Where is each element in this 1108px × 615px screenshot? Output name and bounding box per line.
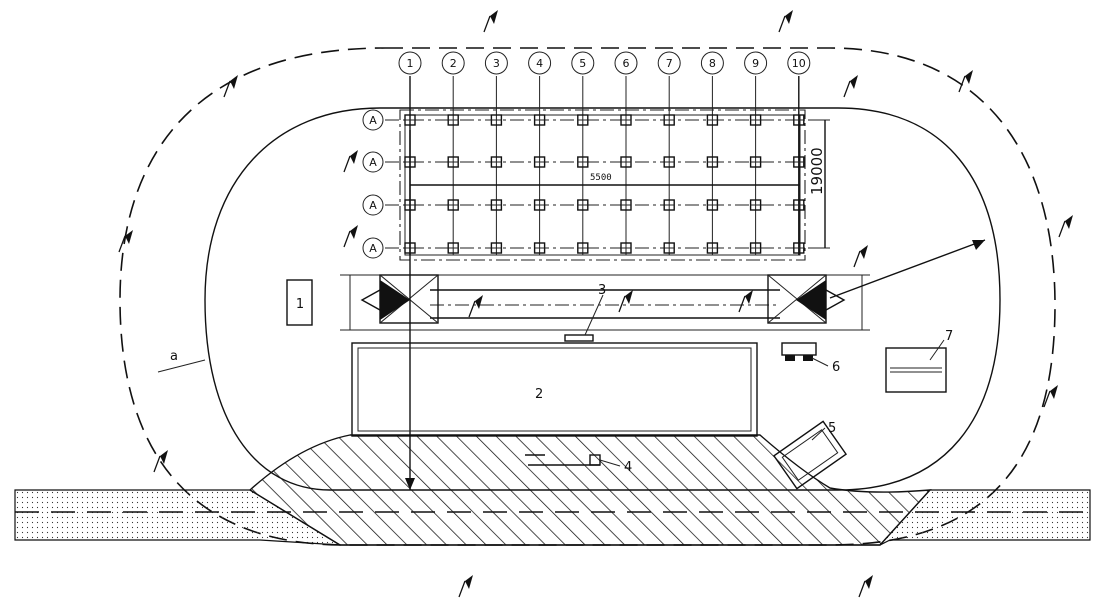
- column-axis-label: 3: [493, 57, 500, 70]
- clearance-dimension: [157, 359, 206, 373]
- column-axis-bubble: [484, 51, 508, 75]
- flag-icon: [468, 295, 483, 318]
- flag-icon: [1043, 385, 1058, 408]
- label-item-5: 5: [828, 421, 836, 436]
- label-item-3: 3: [598, 283, 606, 298]
- column-axis-label: 2: [450, 57, 457, 70]
- column-axis-bubble: [614, 51, 638, 75]
- row-axis-label: A: [369, 156, 377, 169]
- flag-icon: [958, 70, 973, 93]
- warning-flags: [118, 10, 1073, 598]
- flag-icon: [858, 575, 873, 598]
- crane-reach-line: [829, 239, 986, 299]
- label-item-1: 1: [296, 297, 304, 312]
- column-axis-bubble: [441, 51, 465, 75]
- row-axis-bubble: [362, 109, 384, 131]
- flag-icon: [778, 10, 793, 33]
- flag-icon: [1058, 215, 1073, 238]
- building-grid: 1 2 3 4 5 6 7 8 9 10 A A A A 5500 19000: [362, 51, 830, 261]
- shed-building: [885, 347, 947, 393]
- column-axis-label: 9: [752, 57, 759, 70]
- storage-area: [351, 342, 758, 437]
- flag-icon: [843, 75, 858, 98]
- column-axis-bubble: [571, 51, 595, 75]
- crane-working-zone: [204, 107, 1001, 491]
- row-axis-label: A: [369, 199, 377, 212]
- tower-crane-right: [767, 274, 846, 324]
- equipment-unit: [781, 342, 817, 361]
- length-dimension-label: 19000: [808, 147, 826, 195]
- row-axis-label: A: [369, 242, 377, 255]
- container-unit: [772, 420, 848, 490]
- column-axis-label: 7: [666, 57, 673, 70]
- column-axis-label: 10: [792, 57, 806, 70]
- column-axis-bubble: [700, 51, 724, 75]
- label-item-6: 6: [832, 360, 840, 375]
- column-axis-bubble: [744, 51, 768, 75]
- column-axis-bubble: [398, 51, 422, 75]
- flag-icon: [223, 75, 238, 98]
- flag-icon: [458, 575, 473, 598]
- column-axis-label: 4: [536, 57, 543, 70]
- label-item-7: 7: [945, 329, 953, 344]
- flag-icon: [343, 225, 358, 248]
- row-axis-bubble: [362, 237, 384, 259]
- flag-icon: [118, 230, 133, 253]
- flag-icon: [853, 245, 868, 268]
- outer-danger-zone: [119, 47, 1056, 546]
- access-road: [14, 434, 1091, 546]
- row-axis-bubble: [362, 151, 384, 173]
- tower-crane-left: [360, 274, 439, 324]
- span-dimension-label: 5500: [590, 173, 612, 183]
- column-axis-label: 8: [709, 57, 716, 70]
- flag-icon: [153, 450, 168, 473]
- label-clearance-a: a: [170, 349, 178, 364]
- column-axis-bubble: [657, 51, 681, 75]
- row-axis-label: A: [369, 114, 377, 127]
- label-item-4: 4: [624, 460, 632, 475]
- column-axis-bubble: [787, 51, 811, 75]
- label-item-2: 2: [535, 387, 543, 402]
- loading-platform: [564, 334, 594, 342]
- column-axis-label: 1: [407, 57, 414, 70]
- column-axis-label: 6: [623, 57, 630, 70]
- site-office: [286, 279, 313, 326]
- flag-icon: [738, 290, 753, 313]
- column-axis-label: 5: [579, 57, 586, 70]
- column-axis-bubble: [528, 51, 552, 75]
- flag-icon: [483, 10, 498, 33]
- flag-icon: [343, 150, 358, 173]
- row-axis-bubble: [362, 194, 384, 216]
- flag-icon: [618, 290, 633, 313]
